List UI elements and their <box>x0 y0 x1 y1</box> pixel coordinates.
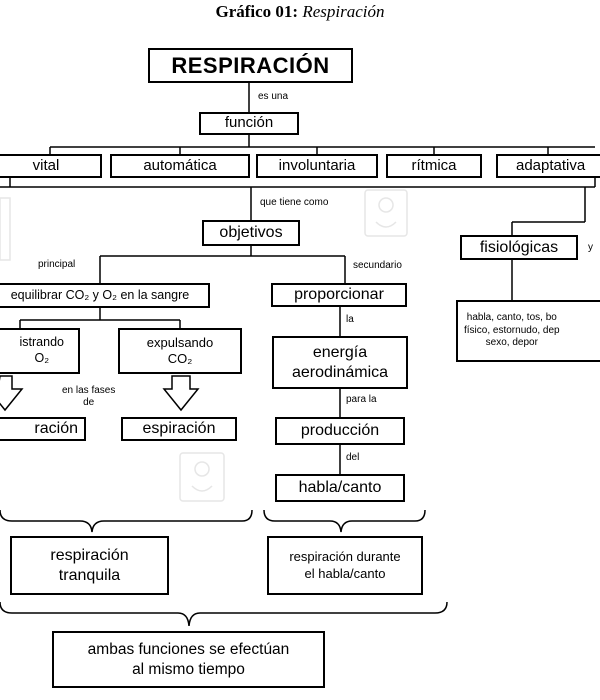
node-proporcionar: proporcionar <box>271 283 407 307</box>
brace-bottom <box>0 601 448 627</box>
label-para-la: para la <box>344 394 379 406</box>
brace-right <box>263 509 426 533</box>
node-expulsando: expulsando CO₂ <box>118 328 242 374</box>
watermark-1 <box>0 189 408 261</box>
label-secundario: secundario <box>351 260 404 272</box>
brace-left <box>0 509 253 533</box>
node-equilibrar: equilibrar CO₂ y O₂ en la sangre <box>0 283 210 308</box>
node-fisiologicas: fisiológicas <box>460 235 578 260</box>
label-principal: principal <box>36 259 78 271</box>
node-funcion: función <box>199 112 299 135</box>
title-prefix: Gráfico 01: <box>215 2 299 21</box>
watermark-2 <box>179 452 225 502</box>
node-adaptativa: adaptativa <box>496 154 600 178</box>
node-vital: vital <box>0 154 102 178</box>
node-involuntaria: involuntaria <box>256 154 378 178</box>
diagram-title: Gráfico 01: Respiración <box>0 2 600 22</box>
node-inspiracion: ración <box>0 417 86 441</box>
node-respiracion-durante: respiración durante el habla/canto <box>267 536 423 595</box>
title-text: Respiración <box>302 2 385 21</box>
node-energia-aerodinamica: energía aerodinámica <box>272 336 408 389</box>
label-que-tiene-como: que tiene como <box>258 197 331 209</box>
label-en-las-fases: en las fases de <box>60 385 118 409</box>
node-registrando: istrando O₂ <box>0 328 80 374</box>
label-la: la <box>344 314 356 326</box>
node-espiracion: espiración <box>121 417 237 441</box>
node-habla-canto: habla/canto <box>275 474 405 502</box>
arrow-inspiracion <box>0 375 24 412</box>
label-del: del <box>344 452 362 464</box>
arrow-espiracion <box>162 375 200 412</box>
label-es-una: es una <box>256 91 291 103</box>
node-objetivos: objetivos <box>202 220 300 246</box>
label-y: y <box>586 242 595 254</box>
node-produccion: producción <box>275 417 405 445</box>
node-automatica: automática <box>110 154 250 178</box>
node-ritmica: rítmica <box>386 154 482 178</box>
node-ambas-funciones: ambas funciones se efectúan al mismo tie… <box>52 631 325 688</box>
node-activities: habla, canto, tos, bo físico, estornudo,… <box>456 300 600 362</box>
node-respiracion-tranquila: respiración tranquila <box>10 536 169 595</box>
node-respiracion: RESPIRACIÓN <box>148 48 353 83</box>
